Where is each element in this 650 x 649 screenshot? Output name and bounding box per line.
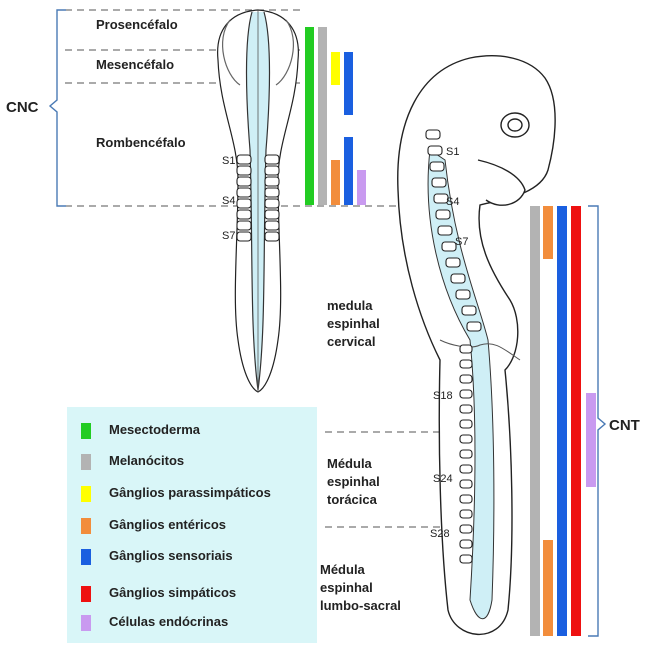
region-lumbosacral: Médula espinhal lumbo-sacral: [320, 561, 401, 615]
legend-swatch: [81, 615, 91, 631]
legend-label: Gânglios parassimpáticos: [109, 485, 271, 500]
bar-endocrine-cnc: [357, 170, 366, 205]
somite-label: S7: [222, 230, 235, 242]
legend-label: Melanócitos: [109, 453, 184, 468]
legend-swatch: [81, 586, 91, 602]
bar-sensory-cnc-lower: [344, 137, 353, 205]
legend-swatch: [81, 423, 91, 439]
bar-endocrine-cnt: [586, 393, 596, 487]
legend: Mesectoderma Melanócitos Gânglios parass…: [67, 407, 317, 643]
region-cervical: medula espinhal cervical: [327, 297, 380, 351]
somite-label: S24: [433, 473, 453, 485]
cnt-label: CNT: [609, 417, 640, 434]
legend-label: Gânglios sensoriais: [109, 548, 233, 563]
bar-sensory-cnt: [557, 206, 567, 636]
somite-label: S1: [446, 146, 459, 158]
legend-label: Gânglios simpáticos: [109, 585, 236, 600]
bar-sensory-cnc-upper: [344, 52, 353, 115]
bar-mesectoderm-cnc: [305, 27, 314, 205]
bar-melanocytes-cnc: [318, 27, 327, 205]
bar-enteric-cnt-lower: [543, 540, 553, 636]
somite-label: S7: [455, 236, 468, 248]
legend-swatch: [81, 486, 91, 502]
cnc-label: CNC: [6, 99, 39, 116]
region-thoracic: Médula espinhal torácica: [327, 455, 380, 509]
bar-parasympathetic-cnc: [331, 52, 340, 85]
legend-label: Gânglios entéricos: [109, 517, 226, 532]
legend-label: Células endócrinas: [109, 614, 228, 629]
legend-swatch: [81, 518, 91, 534]
legend-swatch: [81, 454, 91, 470]
region-prosencephalon: Prosencéfalo: [96, 16, 178, 33]
legend-swatch: [81, 549, 91, 565]
somite-label: S4: [222, 195, 235, 207]
bar-enteric-cnt-upper: [543, 206, 553, 259]
bar-sympathetic-cnt: [571, 206, 581, 636]
cnc-bracket: [50, 10, 66, 206]
bar-melanocytes-cnt: [530, 206, 540, 636]
somite-label: S1: [222, 155, 235, 167]
region-rhombencephalon: Rombencéfalo: [96, 134, 186, 151]
legend-label: Mesectoderma: [109, 422, 200, 437]
region-mesencephalon: Mesencéfalo: [96, 56, 174, 73]
bar-enteric-cnc: [331, 160, 340, 205]
somite-label: S28: [430, 528, 450, 540]
somite-label: S18: [433, 390, 453, 402]
somite-label: S4: [446, 196, 459, 208]
